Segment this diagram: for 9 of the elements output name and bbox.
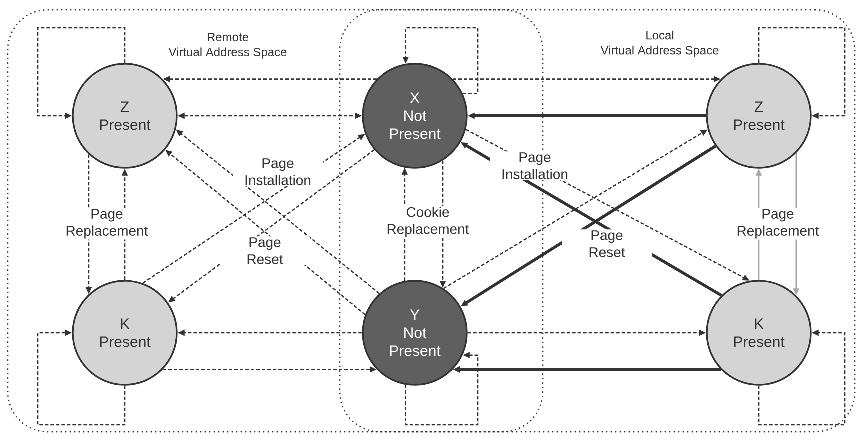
transition-label: Page Installation bbox=[490, 152, 580, 180]
loop-arrow bbox=[37, 330, 126, 426]
transition-label: Page Replacement bbox=[62, 208, 152, 240]
transition-label: Cookie Replacement bbox=[383, 206, 473, 238]
transition-label: Page Reset bbox=[562, 230, 652, 258]
transition-label: Page Installation bbox=[233, 158, 323, 186]
transition-label: Page Reset bbox=[220, 236, 310, 266]
loop-arrow bbox=[758, 27, 846, 120]
transition-label: Page Replacement bbox=[733, 208, 824, 240]
